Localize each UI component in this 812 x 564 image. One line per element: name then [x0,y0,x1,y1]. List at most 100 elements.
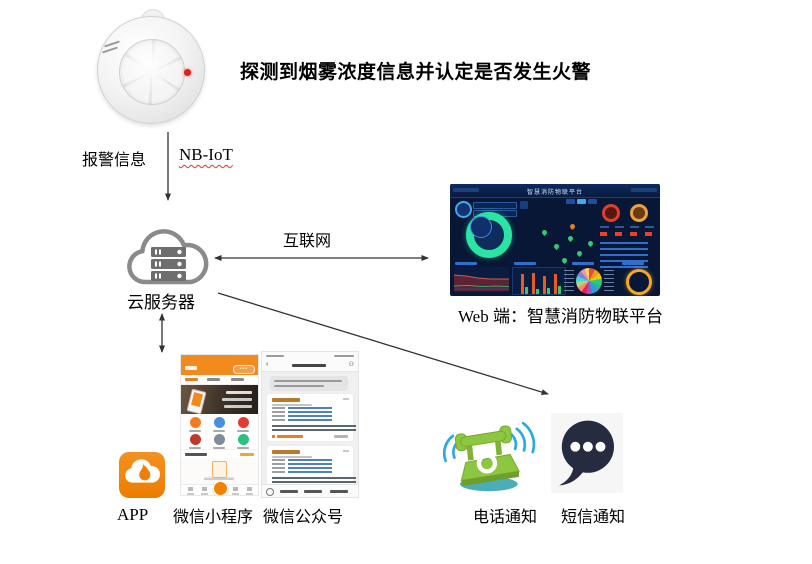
dashboard-header [450,184,660,198]
oa-card-link [277,435,303,438]
dashboard-tab [588,199,597,204]
oa-nav-title [292,364,326,367]
oa-card-title [272,450,300,454]
mp-icon-grid [181,414,258,449]
mp-tab-bar [181,481,258,495]
mp-record-more [240,453,254,456]
dashboard-tab [566,199,575,204]
web-caption: Web 端：智慧消防物联平台 [458,307,663,326]
dashboard-filter-input [473,202,517,209]
panel-title [572,262,594,265]
mp-banner-text [224,405,252,408]
oa-card-divider [343,450,349,452]
mp-banner-text [222,398,252,401]
oa-card-title [272,398,300,402]
dashboard-title: 智慧消防物联平台 [526,190,583,196]
oa-menu-item [280,490,298,493]
nb-iot-label: NB-IoT [179,145,233,164]
detector-vent [102,46,118,54]
mp-record-title [185,453,207,456]
bar [554,274,557,294]
bar [532,273,535,294]
mp-tab-item [231,487,239,495]
pie-labels [604,270,614,292]
bar [521,274,524,294]
back-icon: ‹ [266,361,269,368]
dashboard-tab [577,199,586,204]
oa-status-right [334,355,354,357]
oa-card-paragraph [272,425,356,431]
mp-header-title [185,366,197,370]
detector-led-indicator [184,69,191,76]
oa-card-paragraph [272,477,356,483]
mp-grid-icon [238,434,249,445]
detector-body [97,16,205,124]
dashboard-logo [455,201,472,218]
mp-grid-icon [214,434,225,445]
bar [543,276,546,294]
speech-bubble-icon [559,420,614,486]
arrow-cloud-to-notify [217,292,549,395]
mp-filter-row [181,375,258,385]
mp-grid-icon [214,417,225,428]
sms-notification-icon [551,413,623,493]
pie-labels [564,270,574,292]
mp-header: ••• [181,362,258,375]
miniprogram-screenshot: ••• [181,355,258,495]
mp-device-illustration [212,461,227,478]
oa-card-subtitle [272,455,312,458]
mp-grid-icon [238,417,249,428]
dashboard-datetime [453,188,479,192]
dashboard-area-chart [454,267,509,293]
dashboard-user-area [631,188,657,192]
map-marker [540,228,549,237]
oa-menu-item [304,490,322,493]
mp-grid-label [189,447,201,449]
phone-notification-icon [442,421,536,492]
bar [547,288,550,294]
oa-status-bar [262,352,358,360]
panel-title [622,262,644,265]
keyboard-icon [266,488,274,496]
mp-tab-item [245,487,253,495]
oa-status-left [266,355,284,357]
internet-label: 互联网 [283,233,332,250]
app-label: APP [117,505,149,524]
mp-grid-label [189,430,201,432]
dashboard-alarm-ring [602,204,620,222]
dashboard-donut-center [470,216,492,238]
oa-card-fields [272,407,332,423]
mp-banner-phone-screen [191,392,203,407]
cloud-server-label: 云服务器 [127,293,195,312]
bar [558,286,561,294]
mp-device-caption [204,478,234,480]
smoke-detector-image [96,8,208,130]
telephone-body [454,425,520,486]
mp-filter-item [231,378,244,381]
mp-banner-image [181,385,258,415]
oa-card-divider [343,398,349,400]
app-cloud-flame-icon [125,459,161,483]
mp-grid-icon [190,417,201,428]
dashboard-pie-chart [576,268,602,294]
oa-nav-bar: ‹ ⚇ [262,360,358,372]
mp-tab-item [186,487,194,495]
oa-link-icon [272,435,275,438]
mp-record-row [181,449,258,458]
diagram-title: 探测到烟雾浓度信息并认定是否发生火警 [240,62,592,83]
mp-tab-center-button [213,481,228,495]
sms-notify-label: 短信通知 [561,509,626,526]
mp-device-section [181,458,258,484]
alarm-info-label: 报警信息 [82,152,147,169]
oa-card-fields [272,459,332,475]
oa-gray-bubble [270,376,348,391]
mp-status-bar [181,355,258,362]
panel-title [455,262,477,265]
cloud-server-icon [127,229,209,285]
oa-notice-card [267,394,356,441]
server-stack [151,247,186,281]
panel-title [514,262,536,265]
oa-menu-item [330,490,348,493]
